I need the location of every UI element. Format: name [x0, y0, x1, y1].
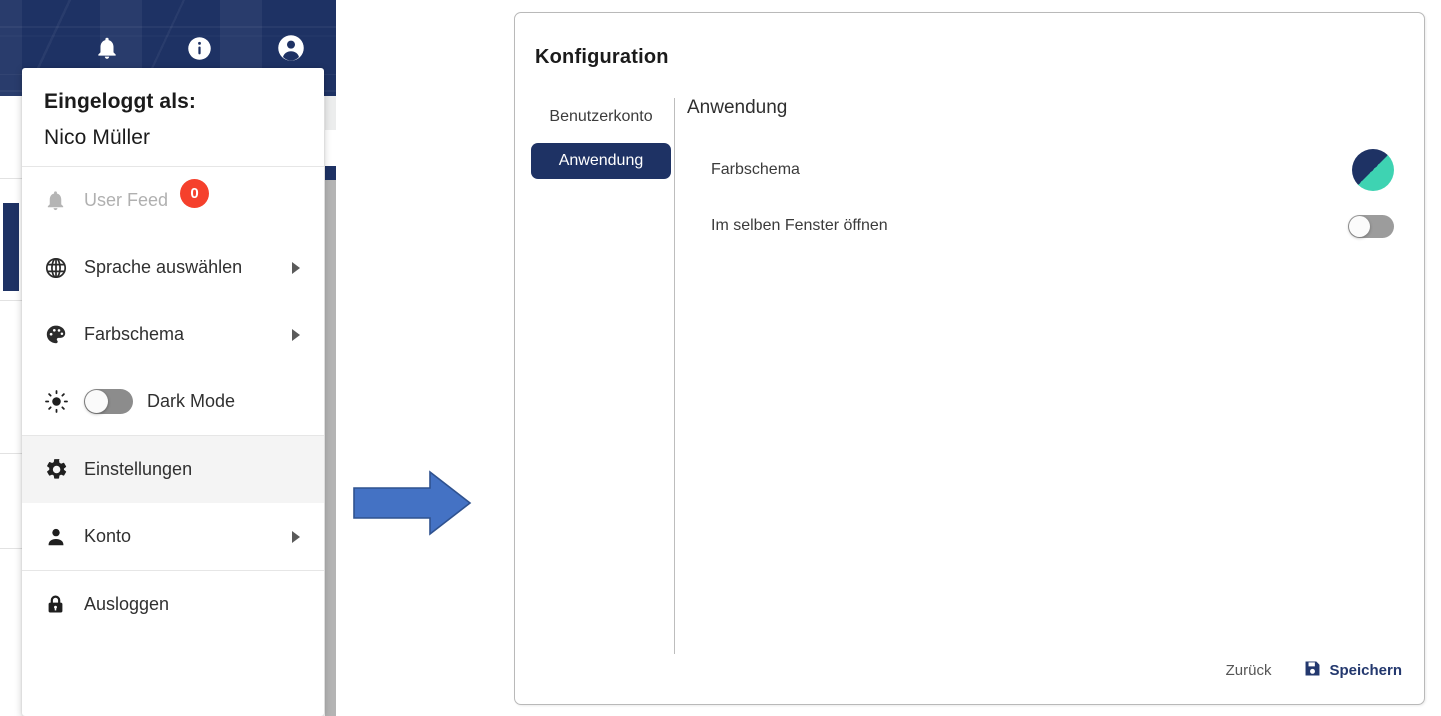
tab-benutzerkonto[interactable]: Benutzerkonto [549, 108, 653, 125]
menu-item-label: Einstellungen [84, 459, 193, 479]
menu-divider [22, 435, 324, 436]
dialog-vertical-divider [674, 98, 675, 654]
back-button[interactable]: Zurück [1225, 662, 1272, 679]
bg-divider [0, 548, 22, 549]
lock-icon [44, 593, 84, 616]
menu-item-label: Sprache auswählen [84, 257, 243, 277]
konfiguration-dialog: Konfiguration Benutzerkonto Anwendung An… [514, 12, 1425, 705]
palette-icon [44, 323, 84, 347]
color-scheme-swatch[interactable] [1352, 149, 1394, 191]
user-feed-badge: 0 [180, 179, 209, 208]
menu-item-label: Konto [84, 526, 132, 546]
app-topbar [0, 0, 336, 96]
chevron-right-icon [292, 530, 300, 543]
scroll-track-top [325, 96, 336, 130]
menu-divider [22, 570, 324, 571]
dialog-footer: Zurück Speichern [1226, 659, 1402, 682]
user-dropdown-menu: Eingeloggt als: Nico Müller User Feed 0 [22, 68, 324, 716]
page-scrollbar[interactable] [325, 180, 336, 716]
setting-label: Im selben Fenster öffnen [711, 217, 888, 234]
section-title: Anwendung [687, 97, 788, 118]
setting-row-farbschema: Farbschema [687, 149, 1408, 191]
menu-item-label: Farbschema [84, 324, 185, 344]
bg-divider [0, 178, 22, 179]
setting-label: Farbschema [711, 161, 800, 178]
menu-item-farbschema[interactable]: Farbschema [22, 301, 324, 368]
dialog-content: Anwendung Farbschema Im selben Fenster ö… [687, 97, 1408, 247]
sun-icon [44, 389, 84, 414]
menu-item-dark-mode[interactable]: Dark Mode [22, 368, 324, 435]
save-button[interactable]: Speichern [1303, 659, 1402, 682]
chevron-right-icon [292, 328, 300, 341]
globe-icon [44, 256, 84, 280]
setting-row-im-selben-fenster-oeffnen: Im selben Fenster öffnen [687, 205, 1408, 247]
bell-icon[interactable] [90, 31, 124, 65]
menu-item-label: Ausloggen [84, 594, 170, 614]
bg-divider [0, 300, 22, 301]
same-window-toggle[interactable] [1348, 214, 1394, 238]
gear-icon [44, 457, 84, 482]
sidebar-edge-navy [325, 166, 336, 190]
app-window-fragment: Eingeloggt als: Nico Müller User Feed 0 [0, 0, 336, 716]
save-button-label: Speichern [1329, 662, 1402, 679]
logged-in-label: Eingeloggt als: [44, 90, 197, 113]
bg-divider [0, 453, 22, 454]
dialog-tab-list: Benutzerkonto Anwendung [531, 99, 671, 187]
dark-mode-toggle[interactable] [84, 389, 133, 414]
menu-item-label: User Feed [84, 190, 169, 210]
user-name: Nico Müller [44, 126, 151, 149]
bell-icon [44, 189, 84, 212]
app-sidebar-strip [3, 203, 19, 291]
person-icon [44, 525, 84, 549]
menu-item-einstellungen[interactable]: Einstellungen [22, 436, 324, 503]
tab-anwendung[interactable]: Anwendung [531, 143, 671, 179]
dialog-title: Konfiguration [535, 46, 669, 68]
chevron-right-icon [292, 261, 300, 274]
info-icon[interactable] [182, 31, 216, 65]
account-circle-icon[interactable] [274, 31, 308, 65]
menu-item-konto[interactable]: Konto [22, 503, 324, 570]
menu-divider [22, 166, 324, 167]
menu-item-label: Dark Mode [147, 391, 236, 411]
save-floppy-icon [1303, 659, 1322, 682]
menu-item-user-feed[interactable]: User Feed 0 [22, 167, 324, 234]
menu-item-ausloggen[interactable]: Ausloggen [22, 571, 324, 638]
menu-header: Eingeloggt als: Nico Müller [22, 68, 324, 166]
menu-item-sprache-auswaehlen[interactable]: Sprache auswählen [22, 234, 324, 301]
right-arrow-annotation [352, 470, 472, 536]
